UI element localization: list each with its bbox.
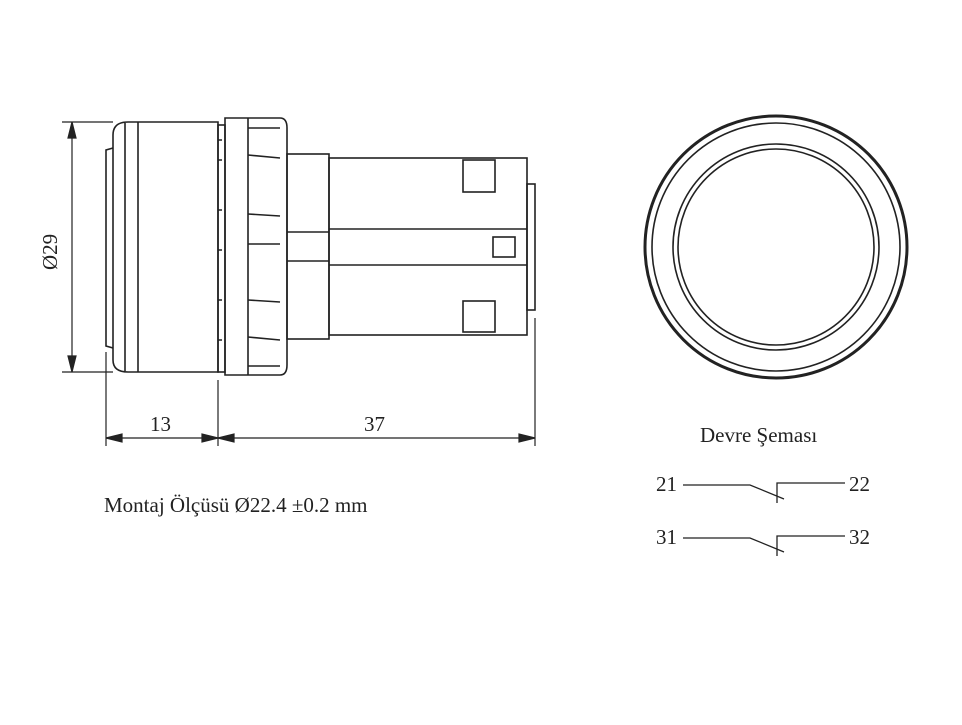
mounting-note: Montaj Ölçüsü Ø22.4 ±0.2 mm xyxy=(104,493,368,517)
contact-32-label: 32 xyxy=(849,525,870,549)
circuit-schematic xyxy=(683,482,845,556)
contact-31-label: 31 xyxy=(656,525,677,549)
dimension-lines xyxy=(62,121,536,446)
diameter-label: Ø29 xyxy=(38,233,62,270)
contact-21-label: 21 xyxy=(656,472,677,496)
side-view xyxy=(105,117,536,376)
contact-22-label: 22 xyxy=(849,472,870,496)
front-length-label: 13 xyxy=(150,412,171,436)
circuit-title: Devre Şeması xyxy=(700,423,818,447)
body-length-label: 37 xyxy=(364,412,385,436)
front-view xyxy=(643,114,909,380)
